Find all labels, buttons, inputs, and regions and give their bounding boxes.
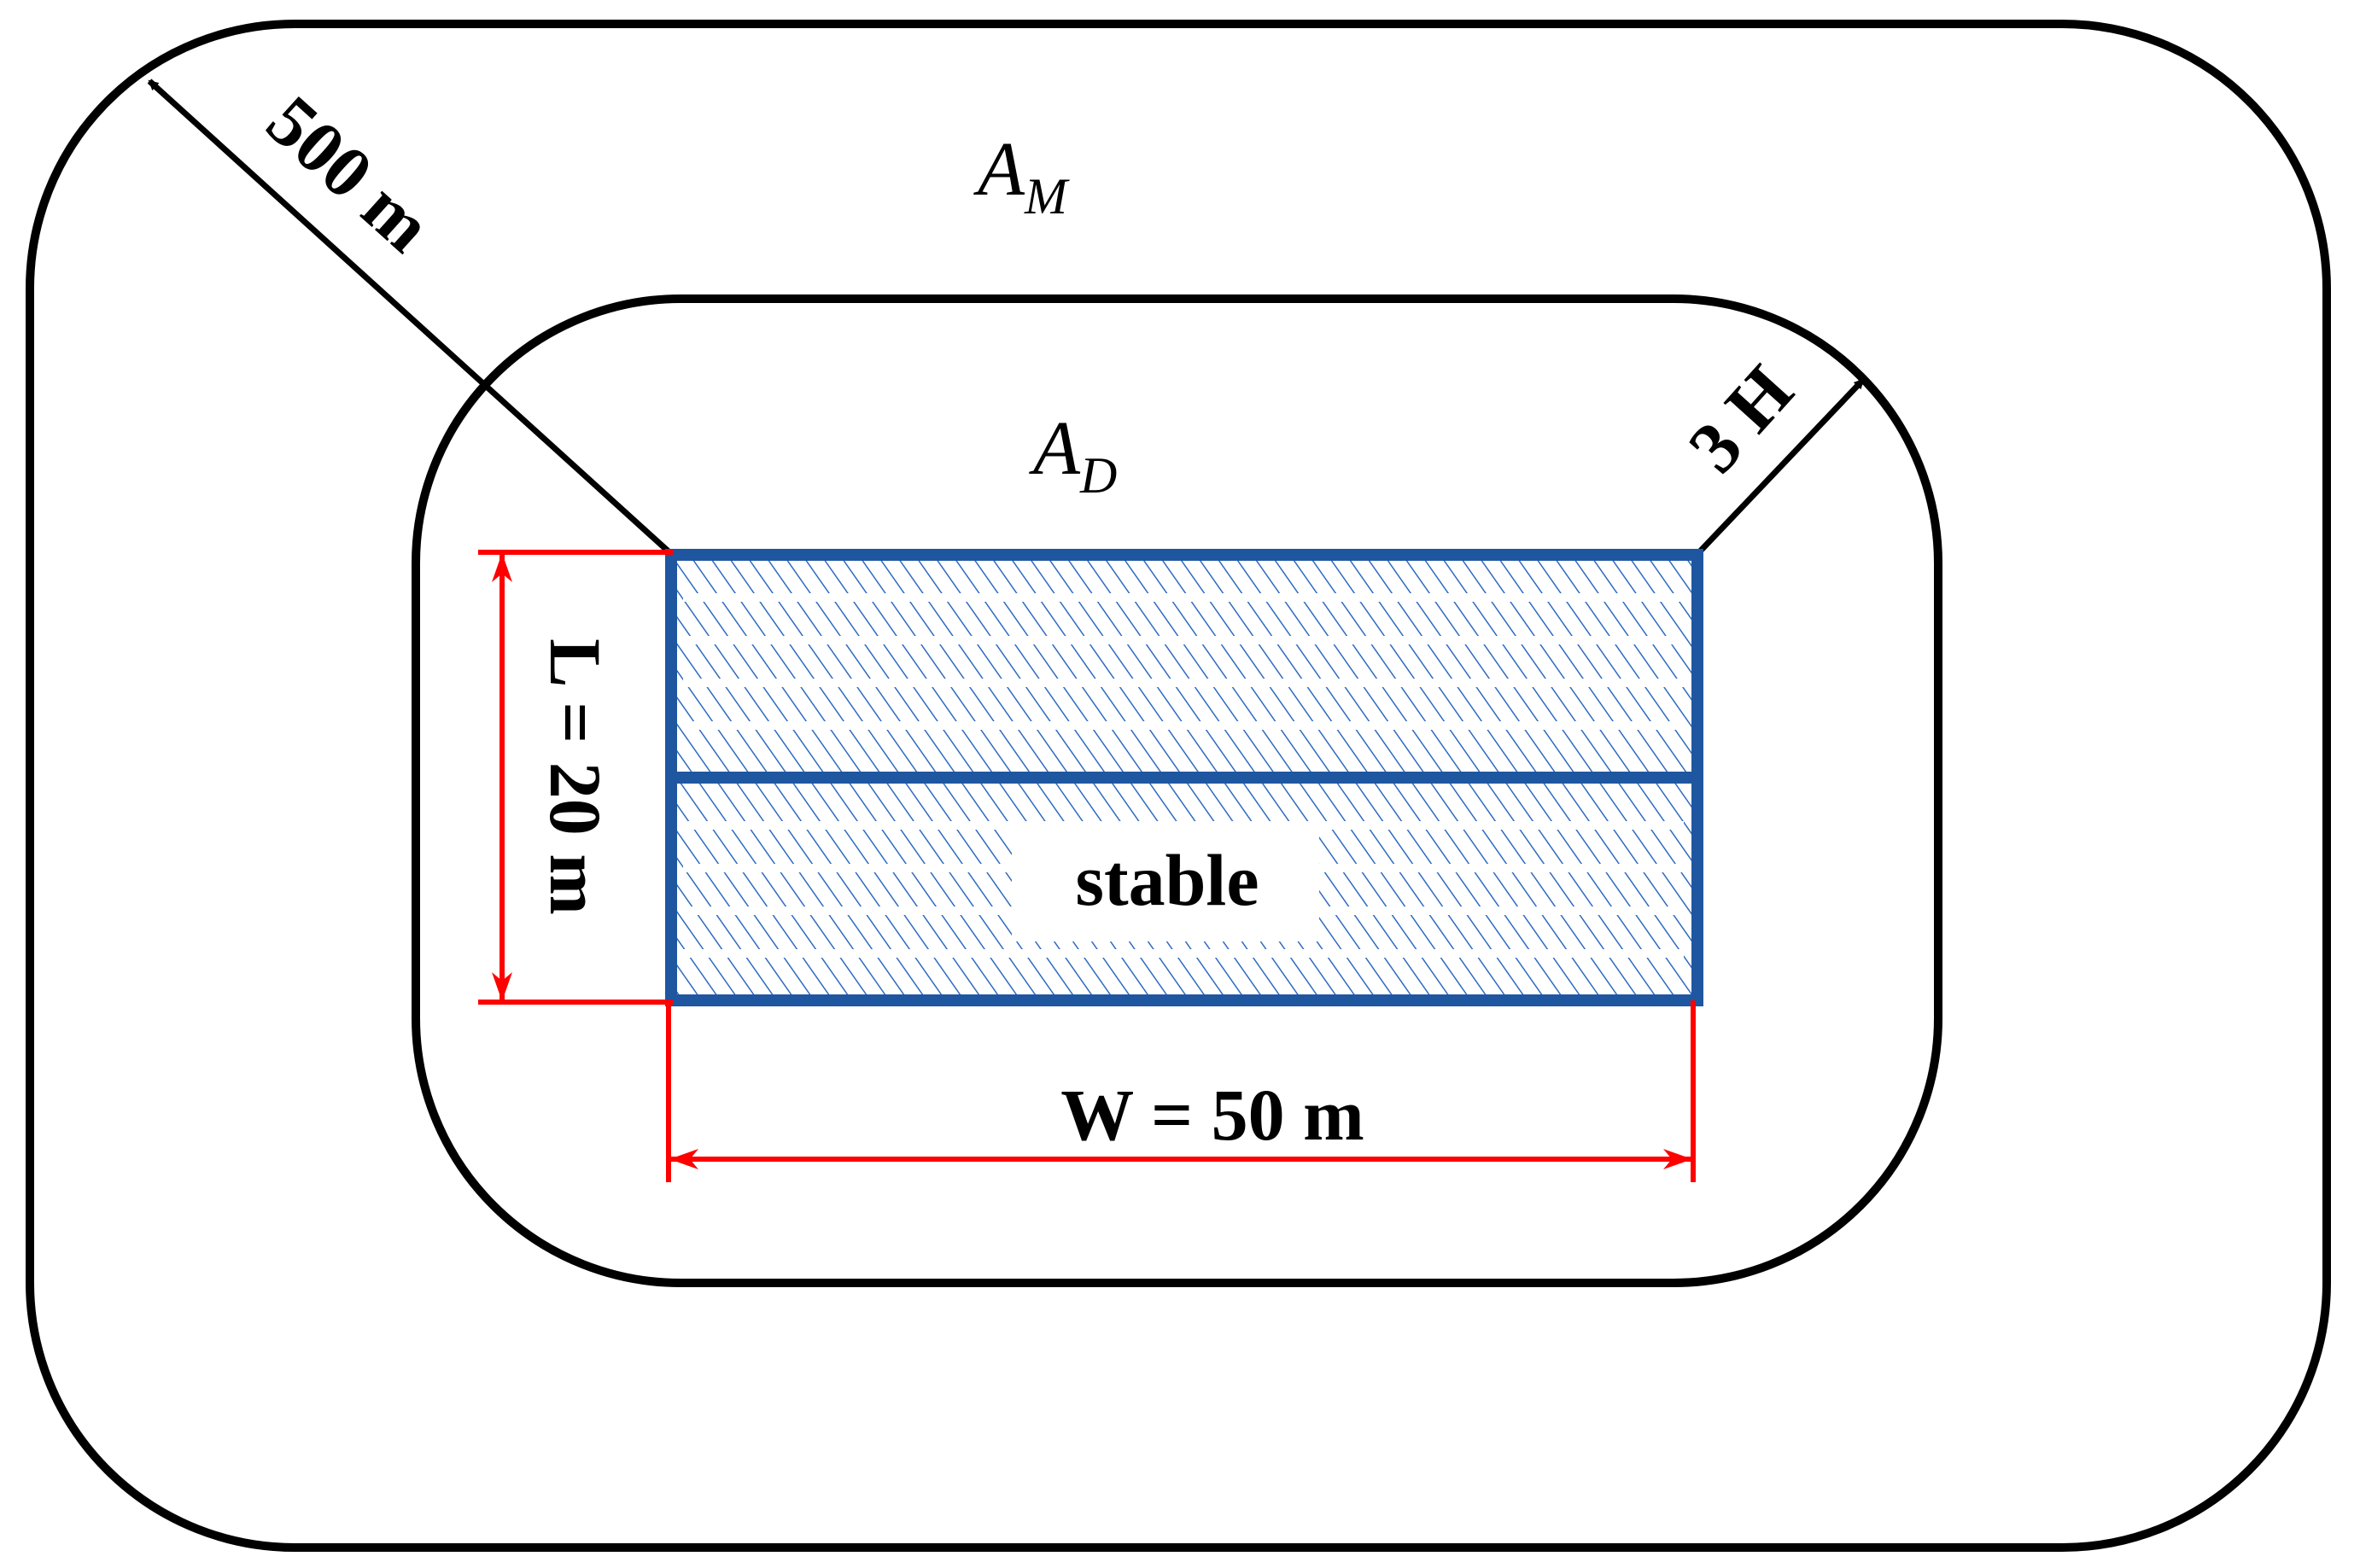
length-label: L = 20 m	[535, 638, 616, 915]
width-label: W = 50 m	[1060, 1074, 1364, 1156]
radius-outer-label: 500 m	[252, 79, 447, 267]
radius-3h-arrow	[1697, 377, 1866, 555]
radius-500-arrow	[147, 79, 672, 555]
stable-label-background	[1012, 826, 1319, 941]
stable-label: stable	[1076, 839, 1259, 921]
radius-inner-label: 3 H	[1673, 350, 1808, 488]
area-outer-label: AM	[973, 127, 1070, 224]
inner-boundary	[412, 294, 1942, 1287]
outer-boundary	[26, 20, 2331, 1552]
area-inner-label: AD	[1029, 406, 1117, 504]
